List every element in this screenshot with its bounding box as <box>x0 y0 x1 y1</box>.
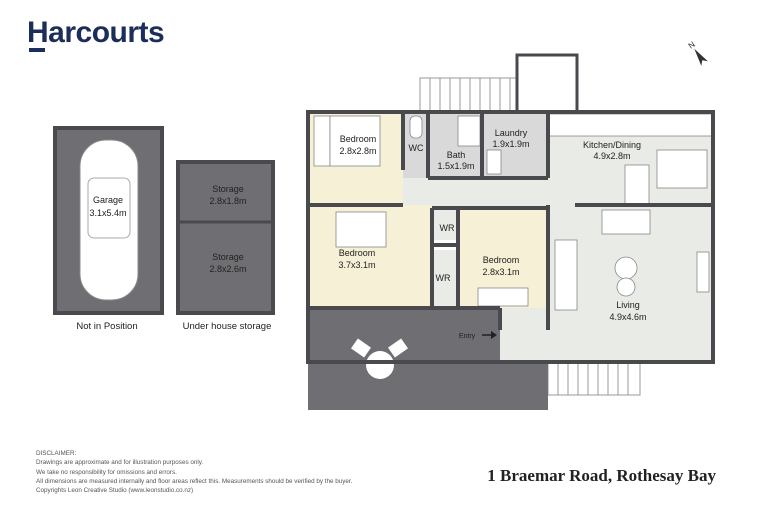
bedroom-1-size: 2.8x2.8m <box>339 146 376 156</box>
living-size: 4.9x4.6m <box>609 312 646 322</box>
bedroom-2-label: Bedroom <box>339 248 376 258</box>
wr-1-label: WR <box>440 223 455 233</box>
north-arrow-icon: N <box>687 40 708 66</box>
entry-label: Entry <box>459 333 476 340</box>
bath-size: 1.5x1.9m <box>437 161 474 171</box>
furniture <box>313 113 714 311</box>
hallway <box>403 178 548 210</box>
entry-hall <box>500 308 548 362</box>
disclaimer-line: We take no responsibility for omissions … <box>36 468 177 476</box>
disclaimer-line: All dimensions are measured internally a… <box>36 477 353 485</box>
logo-accent <box>29 48 45 52</box>
disclaimer-line: Drawings are approximate and for illustr… <box>36 459 204 467</box>
storage-caption: Under house storage <box>182 321 272 332</box>
kitchen-size: 4.9x2.8m <box>593 151 630 161</box>
stairs-top <box>419 77 521 113</box>
bedroom-2-size: 3.7x3.1m <box>338 260 375 270</box>
wc-label: WC <box>409 143 424 153</box>
living-label: Living <box>616 300 640 310</box>
entry-arrow-icon <box>482 331 497 339</box>
storage-bottom-size: 2.8x2.6m <box>209 264 246 274</box>
property-address: 1 Braemar Road, Rothesay Bay <box>487 466 716 485</box>
storage-top-label: Storage <box>212 184 244 194</box>
storage <box>176 160 275 315</box>
room-wr-2 <box>432 250 458 308</box>
porch <box>515 53 579 114</box>
harcourts-logo: Harcourts <box>27 16 165 49</box>
garage-size: 3.1x5.4m <box>89 208 126 218</box>
room-wr-1 <box>432 210 458 240</box>
kitchen-label: Kitchen/Dining <box>583 140 641 150</box>
bedroom-3-label: Bedroom <box>483 255 520 265</box>
bath-label: Bath <box>447 150 466 160</box>
disclaimer-title: DISCLAIMER: <box>36 450 77 457</box>
wr-2-label: WR <box>436 273 451 283</box>
garage-label: Garage <box>93 195 123 205</box>
garage <box>53 126 164 315</box>
stairs-bottom <box>547 361 641 396</box>
disclaimer: DISCLAIMER: Drawings are approximate and… <box>36 449 352 495</box>
storage-bottom-label: Storage <box>212 252 244 262</box>
laundry-size: 1.9x1.9m <box>492 139 529 149</box>
walls <box>306 110 715 364</box>
storage-top-size: 2.8x1.8m <box>209 196 246 206</box>
disclaimer-line: Copyrights Leon Creative Studio (www.leo… <box>36 487 194 495</box>
bedroom-1-label: Bedroom <box>340 134 377 144</box>
svg-text:N: N <box>687 40 697 51</box>
bedroom-3-size: 2.8x3.1m <box>482 267 519 277</box>
garage-caption: Not in Position <box>76 321 138 332</box>
laundry-label: Laundry <box>495 128 528 138</box>
